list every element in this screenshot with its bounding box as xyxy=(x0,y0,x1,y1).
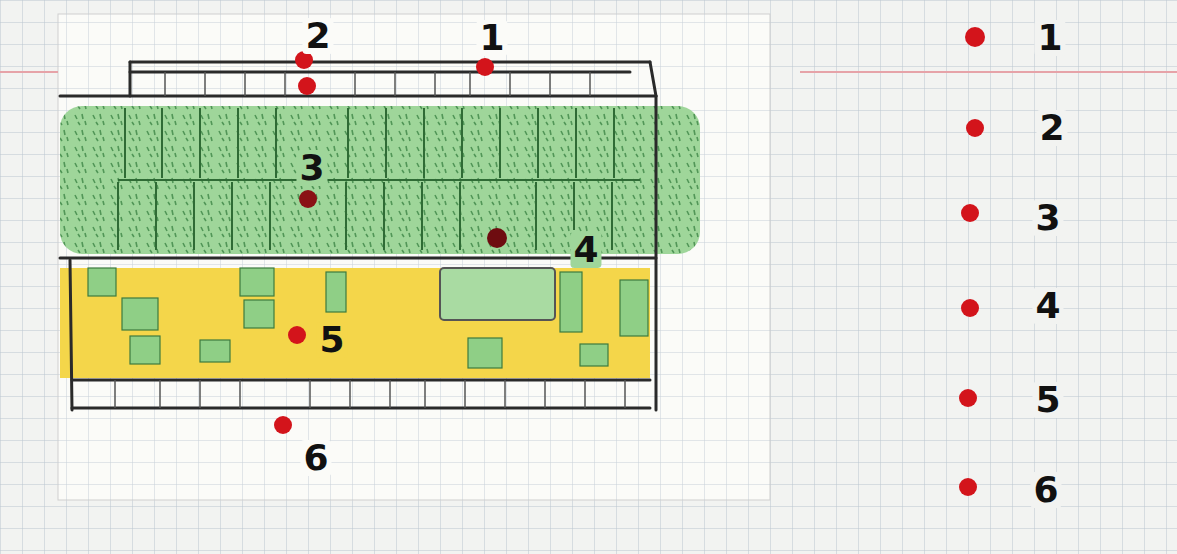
callout-number: 5 xyxy=(316,322,347,358)
marker-dots xyxy=(274,27,985,496)
cell-walls xyxy=(115,72,625,408)
building-outline xyxy=(60,62,656,410)
green-hatch xyxy=(60,106,700,254)
margin-line xyxy=(800,71,1177,73)
callout-number: 4 xyxy=(1032,288,1063,324)
callout-number: 1 xyxy=(476,20,507,56)
green-area xyxy=(60,106,700,254)
green-square xyxy=(440,268,555,320)
callout-number: 5 xyxy=(1032,382,1063,418)
paper-sheet xyxy=(58,14,770,500)
green-patches xyxy=(88,268,648,368)
callout-number: 6 xyxy=(300,440,331,476)
green-cells xyxy=(118,108,640,250)
callout-number: 2 xyxy=(1036,110,1067,146)
sheet-grid xyxy=(58,14,770,500)
callout-number: 4 xyxy=(570,232,601,268)
callout-number: 3 xyxy=(1032,200,1063,236)
yellow-area xyxy=(60,268,650,378)
callout-number: 6 xyxy=(1030,472,1061,508)
callout-number: 2 xyxy=(302,18,333,54)
callout-number: 1 xyxy=(1034,20,1065,56)
callout-number: 3 xyxy=(296,150,327,186)
margin-line xyxy=(0,71,58,73)
